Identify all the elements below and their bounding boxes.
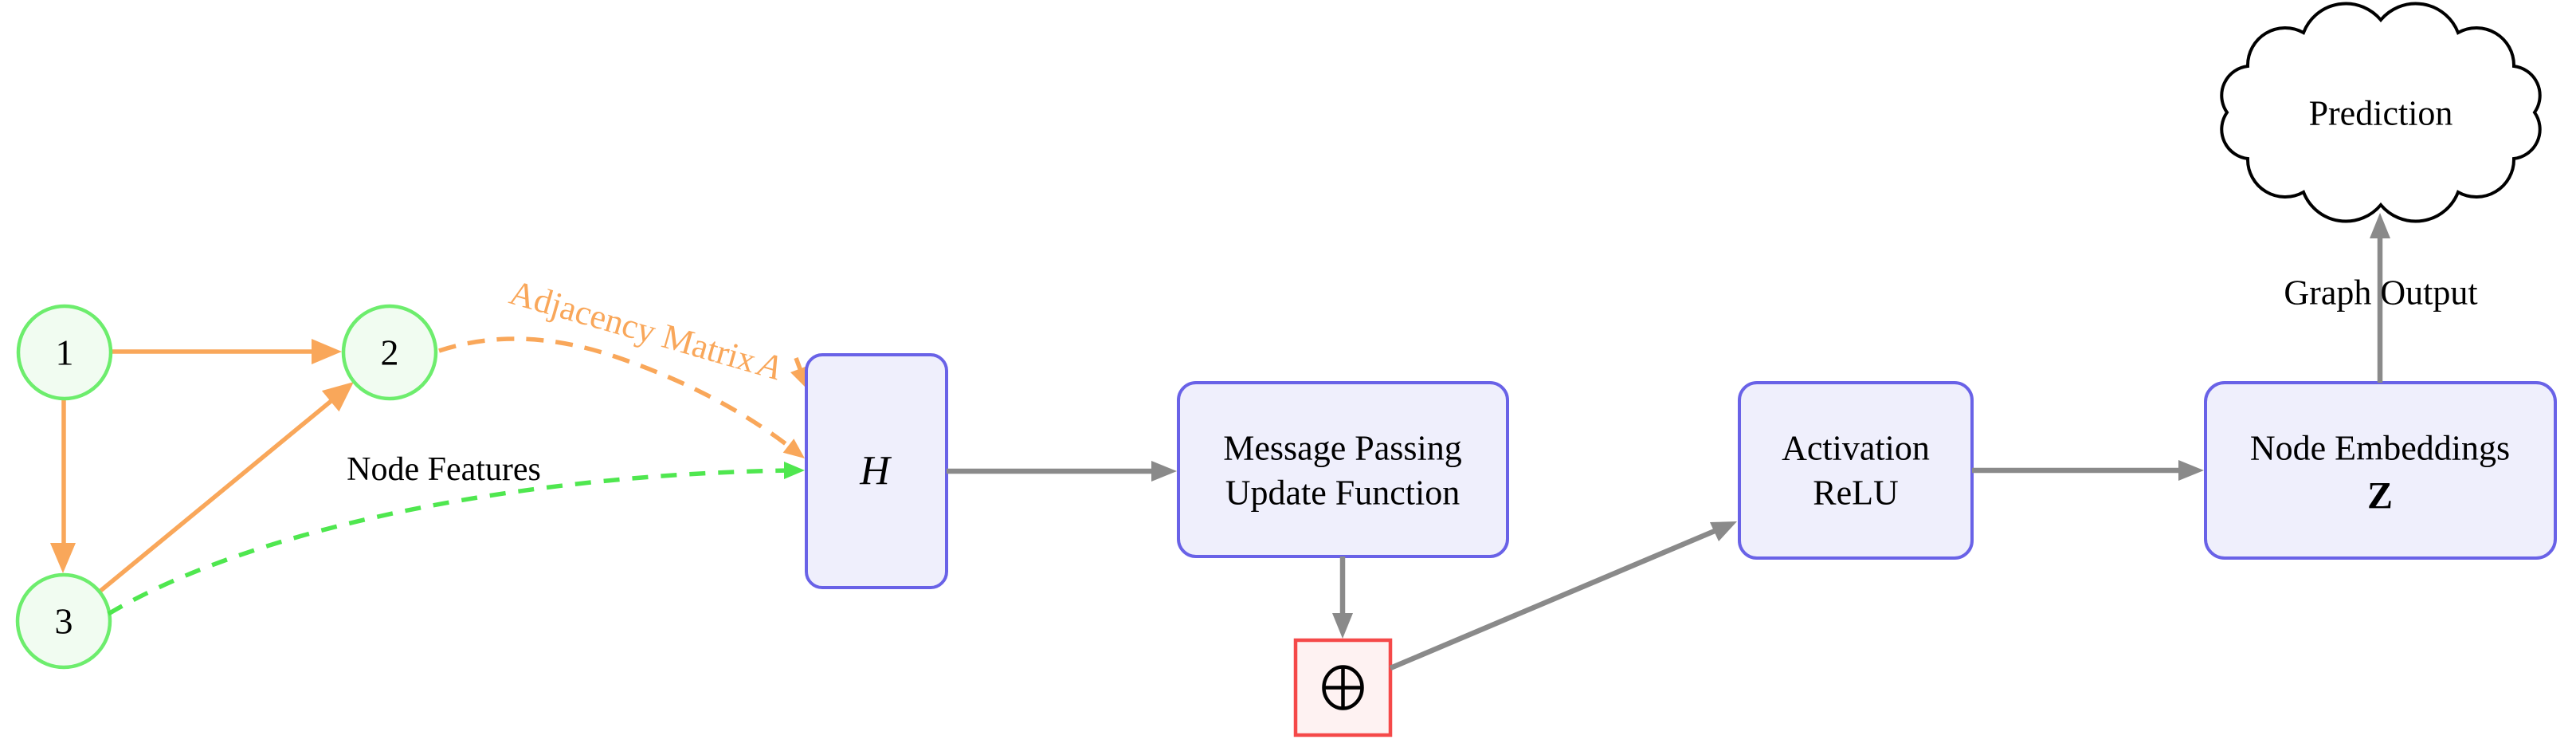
arrow-activation-to-embeddings: [1972, 460, 2204, 481]
arrowhead-icon: [2178, 460, 2204, 481]
edge-1-2: [111, 339, 342, 364]
edge-3-2: [98, 382, 354, 594]
node-features-label: Node Features: [347, 451, 541, 488]
arrow-embeddings-to-prediction: [2370, 213, 2390, 383]
circled-plus-icon: [1322, 665, 1364, 710]
node-features-arrow: [107, 462, 805, 616]
hidden-state-box: H: [805, 353, 948, 589]
arrowhead-icon: [2370, 213, 2390, 238]
graph-node-1: 1: [16, 304, 113, 401]
arrow-message-passing-to-aggregator: [1332, 556, 1353, 639]
arrowhead-icon: [1151, 461, 1177, 482]
prediction-cloud: Prediction: [2220, 2, 2542, 223]
arrowhead-icon: [321, 382, 354, 412]
arrowhead-icon: [50, 543, 76, 573]
graph-node-3: 3: [15, 572, 112, 670]
input-graph: 1 2 3: [15, 304, 438, 670]
graph-node-1-label: 1: [56, 332, 74, 373]
aggregator-box: [1293, 638, 1393, 737]
arrow-h-to-message-passing: [947, 461, 1177, 482]
graph-node-2-label: 2: [381, 332, 399, 373]
activation-line1: Activation: [1782, 429, 1930, 468]
message-passing-line2: Update Function: [1225, 474, 1461, 513]
activation-line2: ReLU: [1813, 474, 1899, 513]
node-embeddings-symbol: Z: [2367, 475, 2393, 517]
adjacency-matrix-label: Adjacency MatrixA: [505, 273, 786, 387]
edge-1-3: [50, 399, 76, 573]
arrowhead-icon: [784, 462, 805, 479]
message-passing-line1: Message Passing: [1223, 429, 1461, 468]
activation-box: Activation ReLU: [1738, 381, 1974, 560]
arrowhead-icon: [312, 339, 342, 364]
arrowhead-icon: [782, 438, 805, 458]
svg-text:Adjacency MatrixA: Adjacency MatrixA: [505, 273, 786, 387]
node-embeddings-box: Node Embeddings Z: [2204, 381, 2557, 560]
graph-node-3-label: 3: [55, 601, 73, 642]
cloud-icon: [2220, 2, 2542, 223]
node-embeddings-line1: Node Embeddings: [2250, 429, 2510, 468]
prediction-label: Prediction: [2309, 94, 2453, 133]
arrow-aggregator-to-activation: [1389, 521, 1737, 670]
hidden-state-label: H: [859, 449, 892, 494]
arrowhead-icon: [1710, 521, 1737, 541]
message-passing-box: Message Passing Update Function: [1177, 381, 1509, 558]
arrowhead-icon: [1332, 613, 1353, 639]
graph-node-2: 2: [341, 304, 438, 401]
graph-output-label: Graph Output: [2284, 273, 2477, 313]
